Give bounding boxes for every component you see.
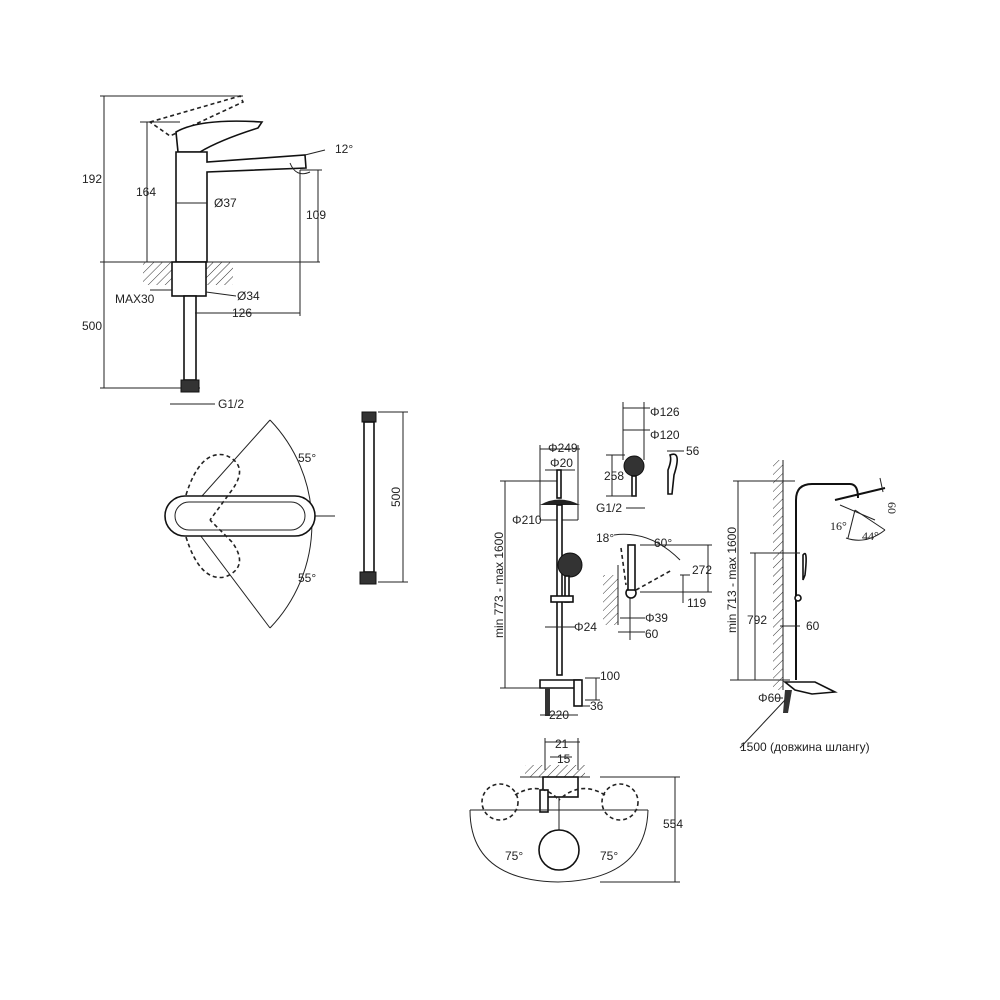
faucet-thread-label: G1/2	[218, 397, 244, 411]
handle-angle-top-label: 55°	[298, 451, 316, 465]
top-554-label: 554	[663, 817, 683, 831]
holder-angle-a-label: 18°	[596, 531, 614, 545]
hose-length-note: 1500 (довжина шлангу)	[740, 740, 870, 754]
faucet-spout-height-label: 109	[306, 208, 326, 222]
side-angle-a-label: 16°	[830, 519, 847, 533]
faucet-body-diameter-label: Ø37	[214, 196, 237, 210]
hand-shower-view: Φ126 Φ120 258 G1/2 56	[596, 402, 700, 515]
top-15-label: 15	[557, 752, 571, 766]
handle-angle-bottom-label: 55°	[298, 571, 316, 585]
hand-thread-label: G1/2	[596, 501, 622, 515]
holder-272-label: 272	[692, 563, 712, 577]
faucet-angle-label: 12°	[335, 142, 353, 156]
holder-119-label: 119	[687, 596, 706, 610]
faucet-base-diameter-label: Ø34	[237, 289, 260, 303]
mixer-height-label: 100	[600, 669, 620, 683]
side-792-label: 792	[747, 613, 767, 627]
side-height-range-label: min 713 - max 1600	[725, 527, 739, 633]
head-diameter-label: Φ210	[512, 513, 542, 527]
top-angle-left-label: 75°	[505, 849, 523, 863]
hand-outer-diameter-label: Φ126	[650, 405, 680, 419]
side-head-60-label: 60	[885, 502, 899, 514]
side-angle-b-label: 44°	[862, 529, 879, 543]
faucet-hose-length-label: 500	[82, 319, 102, 333]
mixer-depth-label: 36	[590, 699, 604, 713]
front-height-range-label: min 773 - max 1600	[492, 532, 506, 638]
hand-side-width-label: 56	[686, 444, 700, 458]
flexible-hose: 500	[359, 411, 408, 585]
head-outer-diameter-label: Φ249	[548, 441, 578, 455]
shower-side-view: min 713 - max 1600 792 60 Φ60 16° 44° 60…	[725, 460, 899, 754]
faucet-max-label: MAX30	[115, 292, 155, 306]
holder-angle-b-label: 60°	[654, 536, 672, 550]
faucet-height-handle-label: 164	[136, 185, 156, 199]
faucet-height-total-label: 192	[82, 172, 102, 186]
faucet-side-view: 192 164 12° Ø37 109 MAX30 Ø34 126 500 G1…	[82, 95, 353, 411]
pipe-top-diameter-label: Φ20	[550, 456, 573, 470]
holder-angle-view: 18° 60° 272 119 Φ39 60	[596, 531, 712, 641]
shower-front-view: Φ249 Φ20 Φ210 Φ24 min 773 - max 1600 100…	[492, 441, 620, 722]
holder-60-label: 60	[645, 627, 659, 641]
faucet-reach-label: 126	[232, 306, 252, 320]
top-21-label: 21	[555, 737, 569, 751]
side-flange-diameter-label: Φ60	[758, 691, 781, 705]
handle-rotation-view: 55° 55°	[164, 419, 335, 629]
hand-inner-diameter-label: Φ120	[650, 428, 680, 442]
mixer-top-view: 21 15 554 75° 75°	[469, 737, 683, 883]
pipe-diameter-label: Φ24	[574, 620, 597, 634]
top-angle-right-label: 75°	[600, 849, 618, 863]
mixer-centers-label: 220	[549, 708, 569, 722]
side-60-label: 60	[806, 619, 820, 633]
hose-length-label: 500	[389, 487, 403, 507]
hand-length-label: 258	[604, 469, 624, 483]
holder-39-label: Φ39	[645, 611, 668, 625]
